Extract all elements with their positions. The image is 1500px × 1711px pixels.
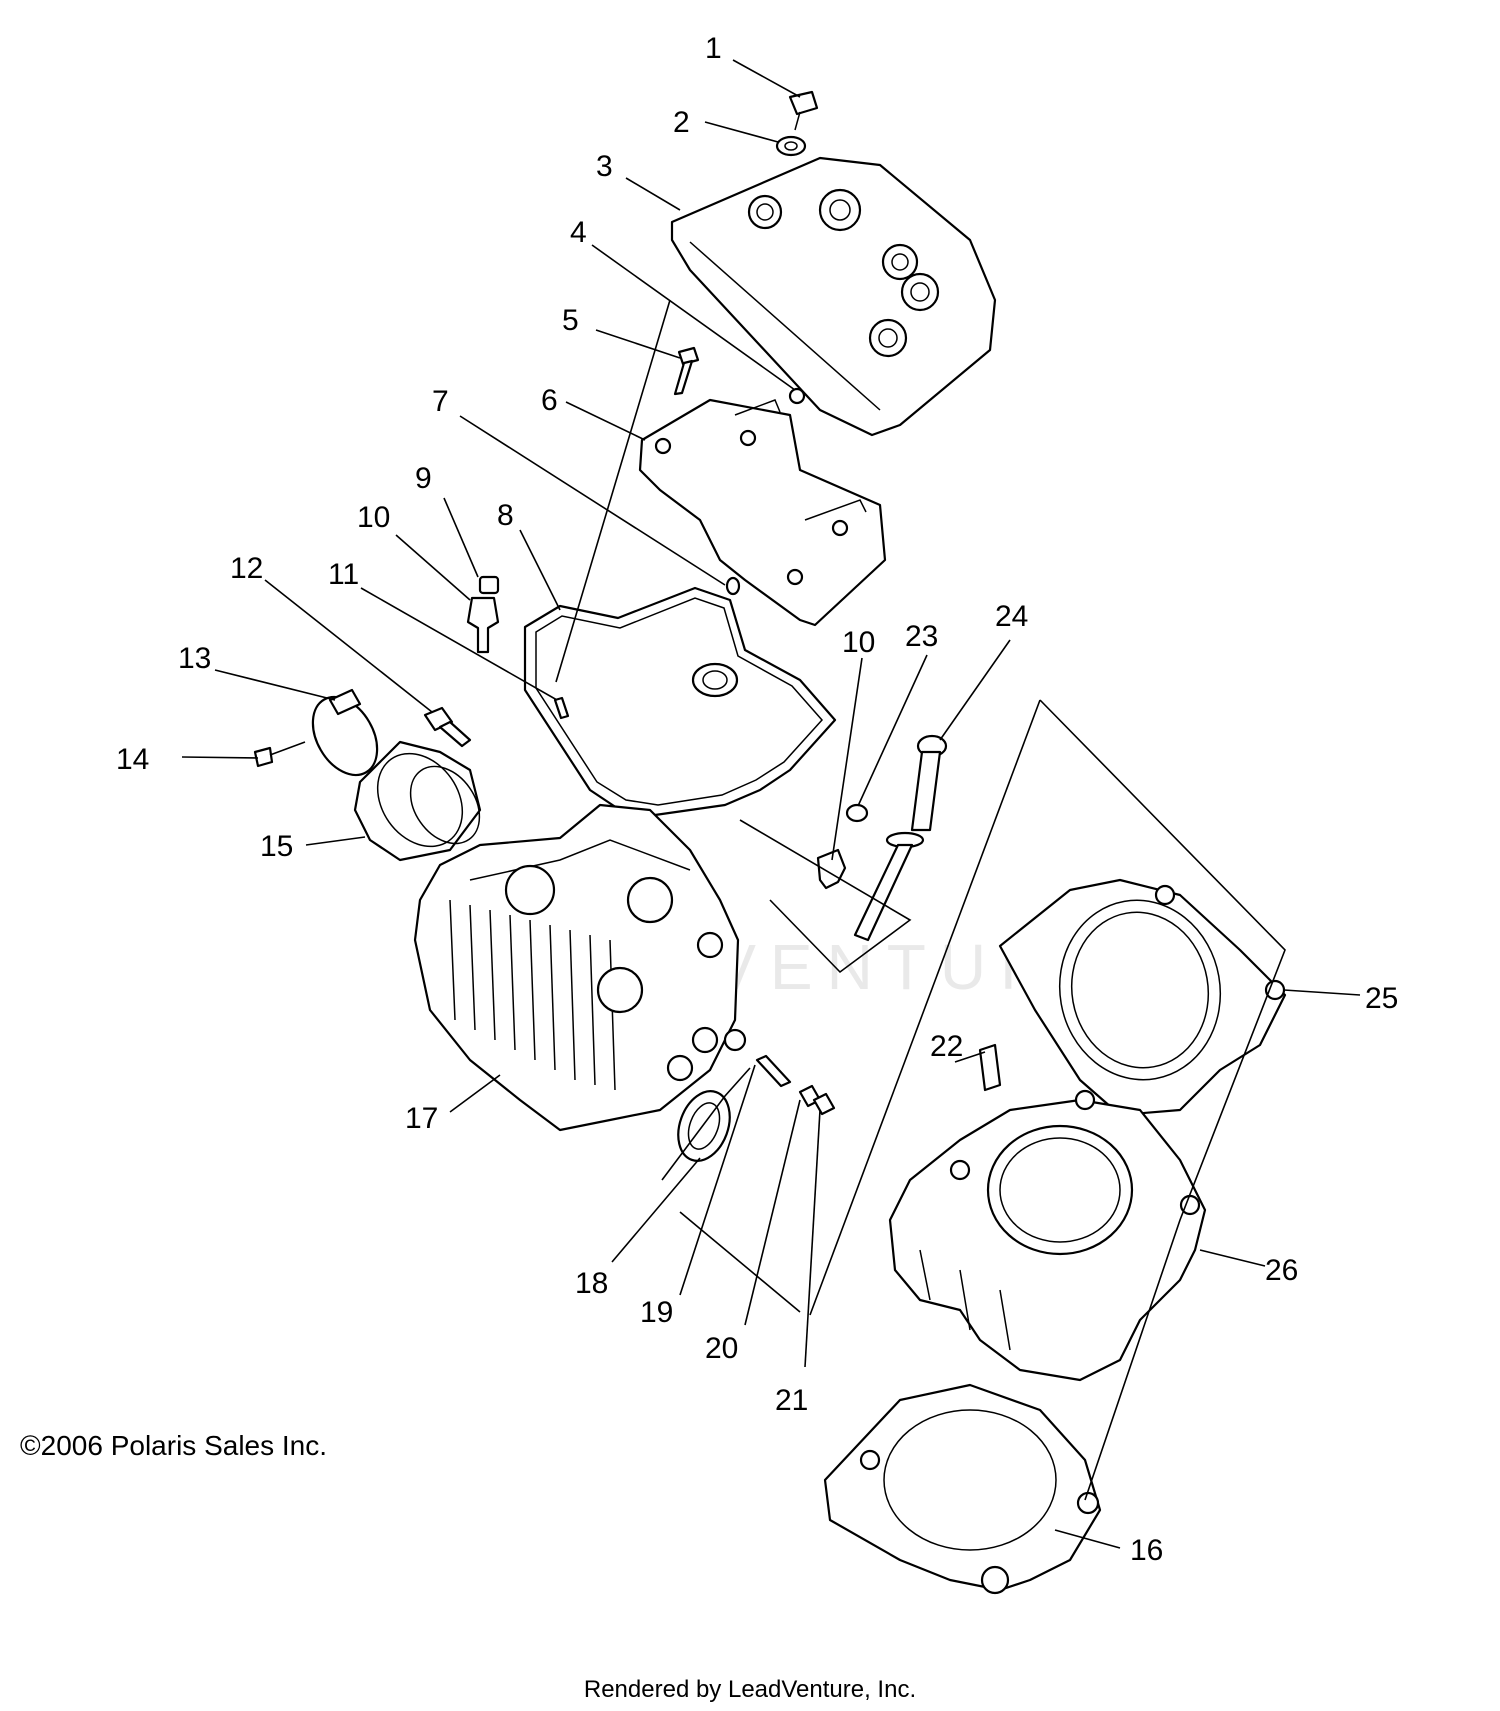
base-gasket (823, 1383, 1102, 1595)
cover-gasket (523, 586, 837, 817)
leader-lines (181, 59, 1361, 1549)
bolt-12 (423, 706, 472, 748)
callout-9: 9 (415, 462, 432, 495)
callout-25: 25 (1365, 982, 1398, 1015)
cylinder (888, 1089, 1207, 1382)
callout-labels: 1 2 3 4 5 6 7 8 9 10 11 12 13 14 15 16 1… (116, 32, 1398, 1567)
head-gasket (998, 878, 1287, 1117)
valve-cover (670, 156, 997, 437)
intake-boot (353, 740, 482, 862)
nut-21 (798, 1084, 836, 1116)
callout-24: 24 (995, 600, 1028, 633)
callout-21: 21 (775, 1384, 808, 1417)
cover-washer (775, 135, 807, 157)
render-credit: Rendered by LeadVenture, Inc. (583, 1676, 917, 1703)
callout-8: 8 (497, 499, 514, 532)
callout-5: 5 (562, 304, 579, 337)
dowel-pin-7 (725, 576, 741, 596)
pin-11 (553, 696, 570, 720)
callout-6: 6 (541, 384, 558, 417)
callout-7: 7 (432, 385, 449, 418)
camshaft-carrier (638, 398, 887, 627)
callout-2: 2 (673, 106, 690, 139)
dowel-22 (978, 1043, 1002, 1092)
callout-13: 13 (178, 642, 211, 675)
callout-19: 19 (640, 1296, 673, 1329)
callout-1: 1 (705, 32, 722, 65)
fitting-10-left (466, 596, 500, 654)
washer-23 (845, 803, 869, 823)
callout-3: 3 (596, 150, 613, 183)
stud-20 (755, 1054, 792, 1088)
head-bolt (853, 734, 948, 942)
callout-15: 15 (260, 830, 293, 863)
callout-10-right: 10 (842, 626, 875, 659)
callout-10-left: 10 (357, 501, 390, 534)
callout-22: 22 (930, 1030, 963, 1063)
ball-plug (788, 387, 806, 405)
callout-20: 20 (705, 1332, 738, 1365)
cylinder-head (413, 803, 747, 1132)
fitting-9 (478, 575, 500, 595)
copyright-notice: ©2006 Polaris Sales Inc. (20, 1430, 328, 1461)
oil-seal (677, 1090, 731, 1162)
callout-23: 23 (905, 620, 938, 653)
callout-14: 14 (116, 743, 149, 776)
callout-17: 17 (405, 1102, 438, 1135)
bolt-5 (673, 346, 700, 396)
hose-clamp (311, 688, 379, 777)
screw-14 (253, 741, 306, 768)
callout-11: 11 (328, 558, 359, 591)
callout-26: 26 (1265, 1254, 1298, 1287)
callout-16: 16 (1130, 1534, 1163, 1567)
cover-bolt (788, 90, 819, 131)
callout-12: 12 (230, 552, 263, 585)
callout-18: 18 (575, 1267, 608, 1300)
callout-4: 4 (570, 216, 587, 249)
